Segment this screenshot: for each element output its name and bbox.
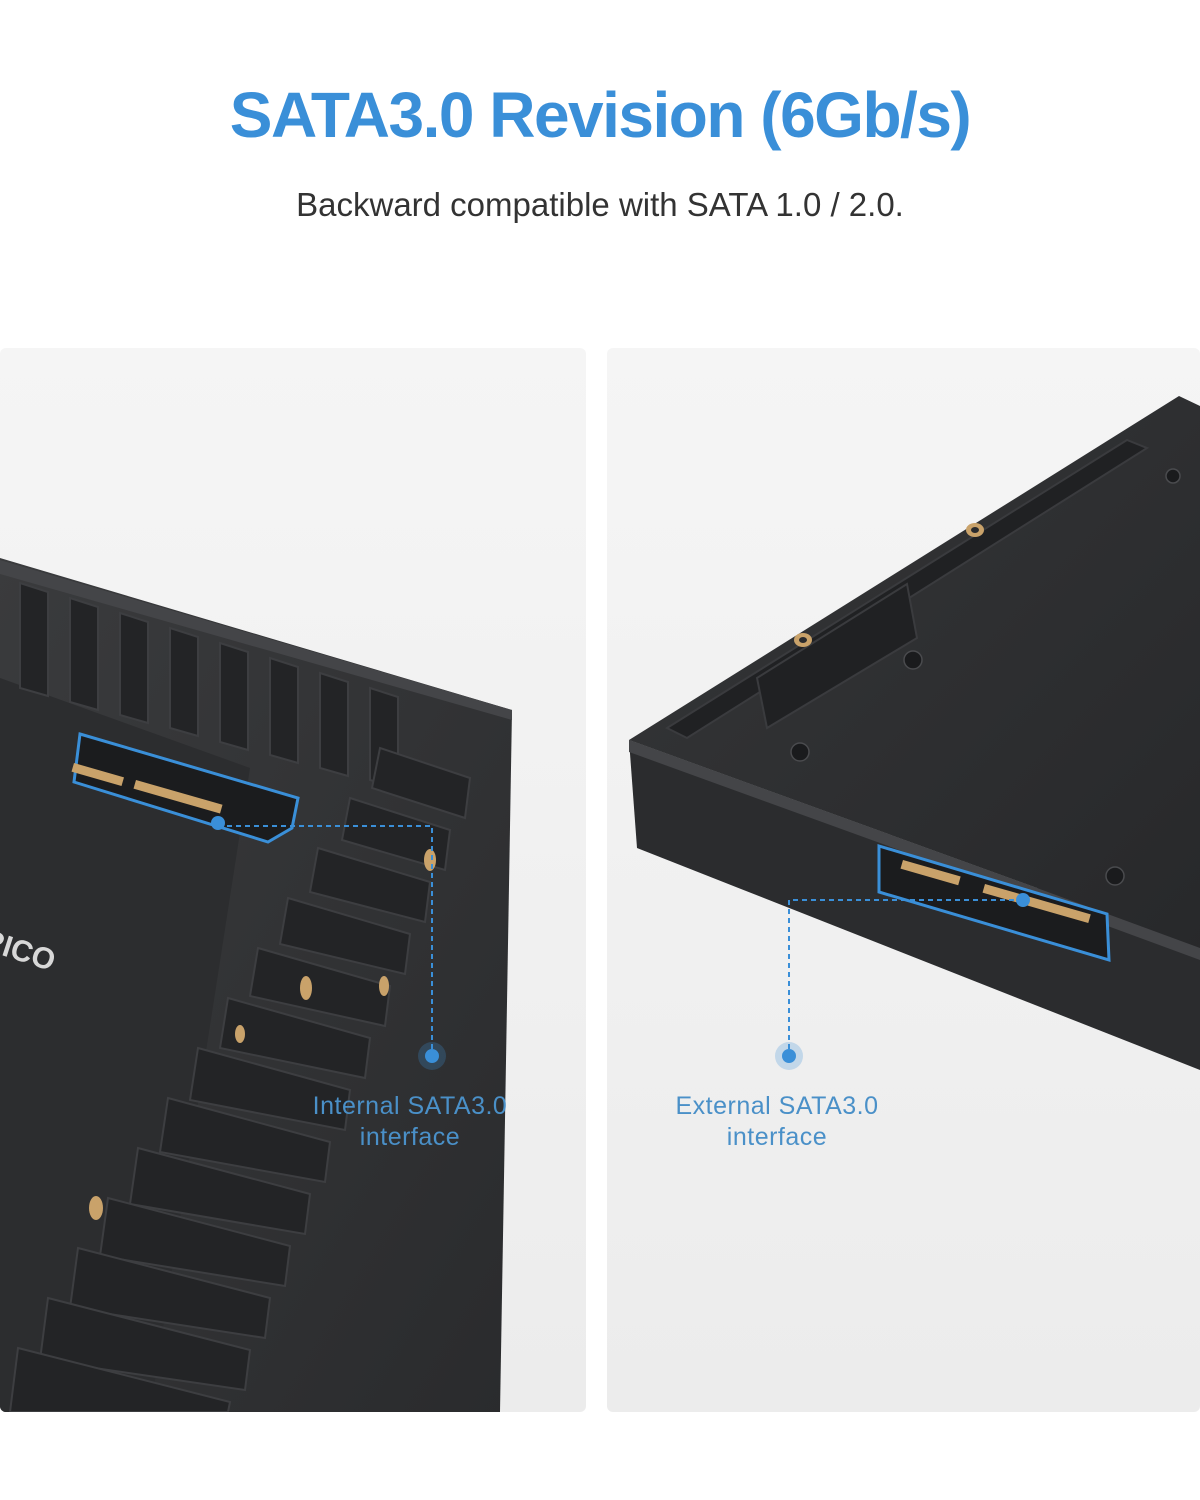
callout-dot: [425, 1049, 439, 1063]
bracket-front: [629, 740, 1200, 1070]
callout-dot: [782, 1049, 796, 1063]
top-fins: [19, 581, 399, 790]
internal-interface-panel: RICO Internal SATA3.0 interface: [0, 348, 586, 1412]
callout-line-2: interface: [726, 1123, 828, 1151]
callout-line-1: Internal SATA3.0: [312, 1092, 508, 1120]
screws: [790, 468, 1181, 886]
external-interface-label: External SATA3.0 interface: [632, 1091, 922, 1153]
bracket-illustration: RICO: [0, 348, 586, 1412]
bracket-top: [629, 396, 1200, 988]
callout-line-1: External SATA3.0: [675, 1092, 879, 1120]
internal-interface-label: Internal SATA3.0 interface: [270, 1091, 550, 1153]
brass-standoffs: [794, 523, 984, 647]
internal-sata-connector: [71, 732, 300, 844]
bracket-illustration: [607, 348, 1200, 1412]
page-title: SATA3.0 Revision (6Gb/s): [229, 79, 972, 151]
side-fins: [8, 746, 472, 1412]
callout-leader: [788, 899, 1023, 1054]
external-sata-connector: [877, 843, 1111, 963]
callout-line-2: interface: [359, 1123, 461, 1151]
page-subtitle: Backward compatible with SATA 1.0 / 2.0.: [296, 186, 904, 223]
external-interface-panel: External SATA3.0 interface: [607, 348, 1200, 1412]
